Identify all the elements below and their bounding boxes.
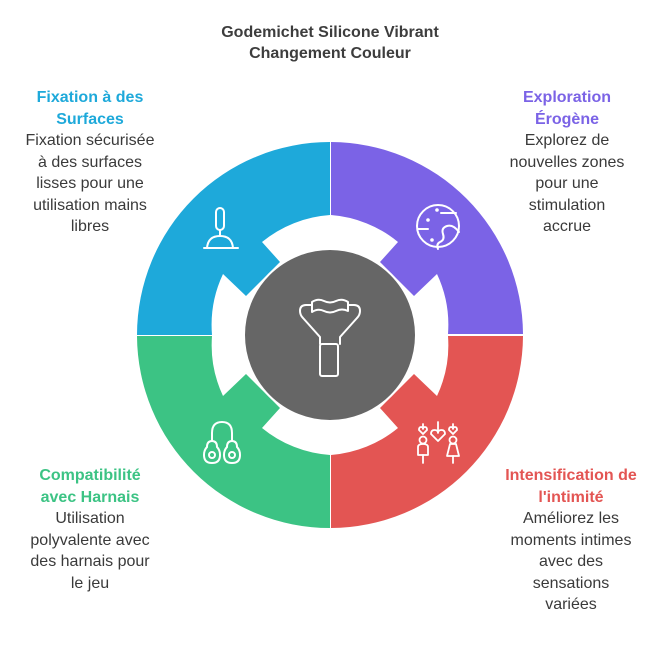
harness-rings-icon [202,420,242,465]
diagram-title: Godemichet Silicone Vibrant Changement C… [130,22,530,64]
dildo-toy-icon [299,298,361,377]
title-line-1: Godemichet Silicone Vibrant [221,24,439,41]
text-block-top-right: Exploration Érogène Explorez de nouvelle… [487,87,647,238]
block-title: Compatibilité avec Harnais [39,467,141,506]
block-title: Fixation à des Surfaces [36,89,144,128]
segment-top-left[interactable] [137,142,330,335]
block-description: Fixation sécurisée à des surfaces lisses… [25,132,155,235]
block-description: Explorez de nouvelles zones pour une sti… [509,132,625,235]
text-block-bottom-right: Intensification de l'intimité Améliorez … [486,465,656,616]
suction-cup-icon [203,207,239,249]
segment-top-right[interactable] [331,142,523,334]
block-description: Améliorez les moments intimes avec des s… [510,510,632,613]
center-circle [243,248,417,422]
block-title: Exploration Érogène [522,89,611,128]
segment-bottom-right[interactable] [331,336,523,528]
planet-globe-icon [416,204,460,250]
text-block-top-left: Fixation à des Surfaces Fixation sécuris… [5,87,175,238]
block-description: Utilisation polyvalente avec des harnais… [30,510,150,592]
couple-hearts-icon [417,421,460,464]
text-block-bottom-left: Compatibilité avec Harnais Utilisation p… [5,465,175,594]
segment-bottom-left[interactable] [137,336,330,528]
title-line-2: Changement Couleur [249,45,411,62]
block-title: Intensification de l'intimité [505,467,637,506]
